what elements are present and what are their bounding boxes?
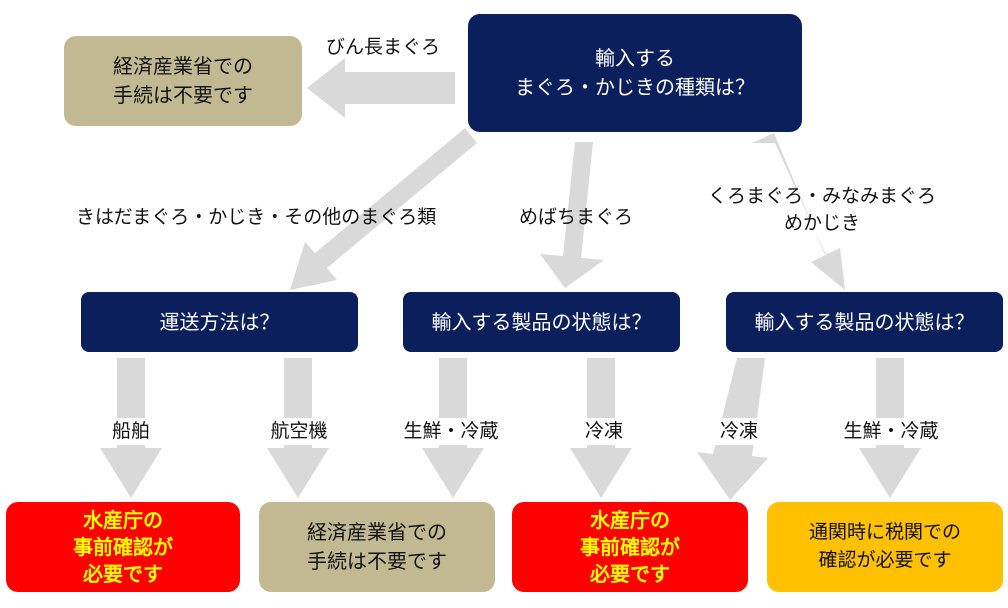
question-transport: 運送方法は？ bbox=[81, 292, 358, 352]
label-frozen1: 冷凍 bbox=[580, 418, 628, 445]
label-ship: 船舶 bbox=[106, 418, 156, 445]
question-state-kuro-text: 輸入する製品の状態は？ bbox=[754, 309, 975, 334]
result-no-procedure-bottom: 経済産業省での 手続は不要です bbox=[259, 502, 495, 592]
label-kihada: きはだまぐろ・かじき・その他のまぐろ類 bbox=[76, 206, 437, 228]
result-fisheries-agency-1-text: 水産庁の 事前確認が 必要です bbox=[73, 507, 173, 586]
result-customs-check-text: 通関時に税関での 確認が必要です bbox=[808, 521, 961, 571]
arrow-kuro bbox=[752, 133, 845, 290]
question-state-kuro: 輸入する製品の状態は？ bbox=[726, 292, 1003, 352]
label-fresh2: 生鮮・冷蔵 bbox=[836, 418, 946, 445]
result-fisheries-agency-1: 水産庁の 事前確認が 必要です bbox=[6, 502, 240, 592]
label-binnaga: びん長まぐろ bbox=[326, 36, 441, 58]
arrow-binnaga bbox=[307, 58, 455, 118]
label-air: 航空機 bbox=[264, 418, 334, 445]
label-mebachi: めばちまぐろ bbox=[519, 206, 634, 228]
label-frozen2: 冷凍 bbox=[712, 418, 766, 445]
question-state-mebachi-text: 輸入する製品の状態は？ bbox=[431, 309, 652, 334]
result-no-procedure-bottom-text: 経済産業省での 手続は不要です bbox=[307, 520, 447, 573]
question-text: 輸入する まぐろ・かじきの種類は？ bbox=[515, 46, 755, 99]
label-kuro: くろまぐろ・みなみまぐろ めかじき bbox=[707, 185, 936, 234]
result-customs-check: 通関時に税関での 確認が必要です bbox=[767, 502, 1003, 592]
label-fresh1: 生鮮・冷蔵 bbox=[396, 418, 506, 445]
question-transport-text: 運送方法は？ bbox=[159, 309, 280, 334]
question-state-mebachi: 輸入する製品の状態は？ bbox=[403, 292, 680, 352]
result-no-procedure-top-text: 経済産業省での 手続は不要です bbox=[113, 54, 253, 107]
arrow-mebachi bbox=[540, 142, 604, 288]
result-fisheries-agency-2: 水産庁の 事前確認が 必要です bbox=[512, 502, 748, 592]
result-no-procedure-top: 経済産業省での 手続は不要です bbox=[64, 36, 302, 126]
result-fisheries-agency-2-text: 水産庁の 事前確認が 必要です bbox=[580, 507, 680, 586]
arrow-kihada bbox=[290, 128, 477, 290]
question-box: 輸入する まぐろ・かじきの種類は？ bbox=[468, 14, 802, 132]
